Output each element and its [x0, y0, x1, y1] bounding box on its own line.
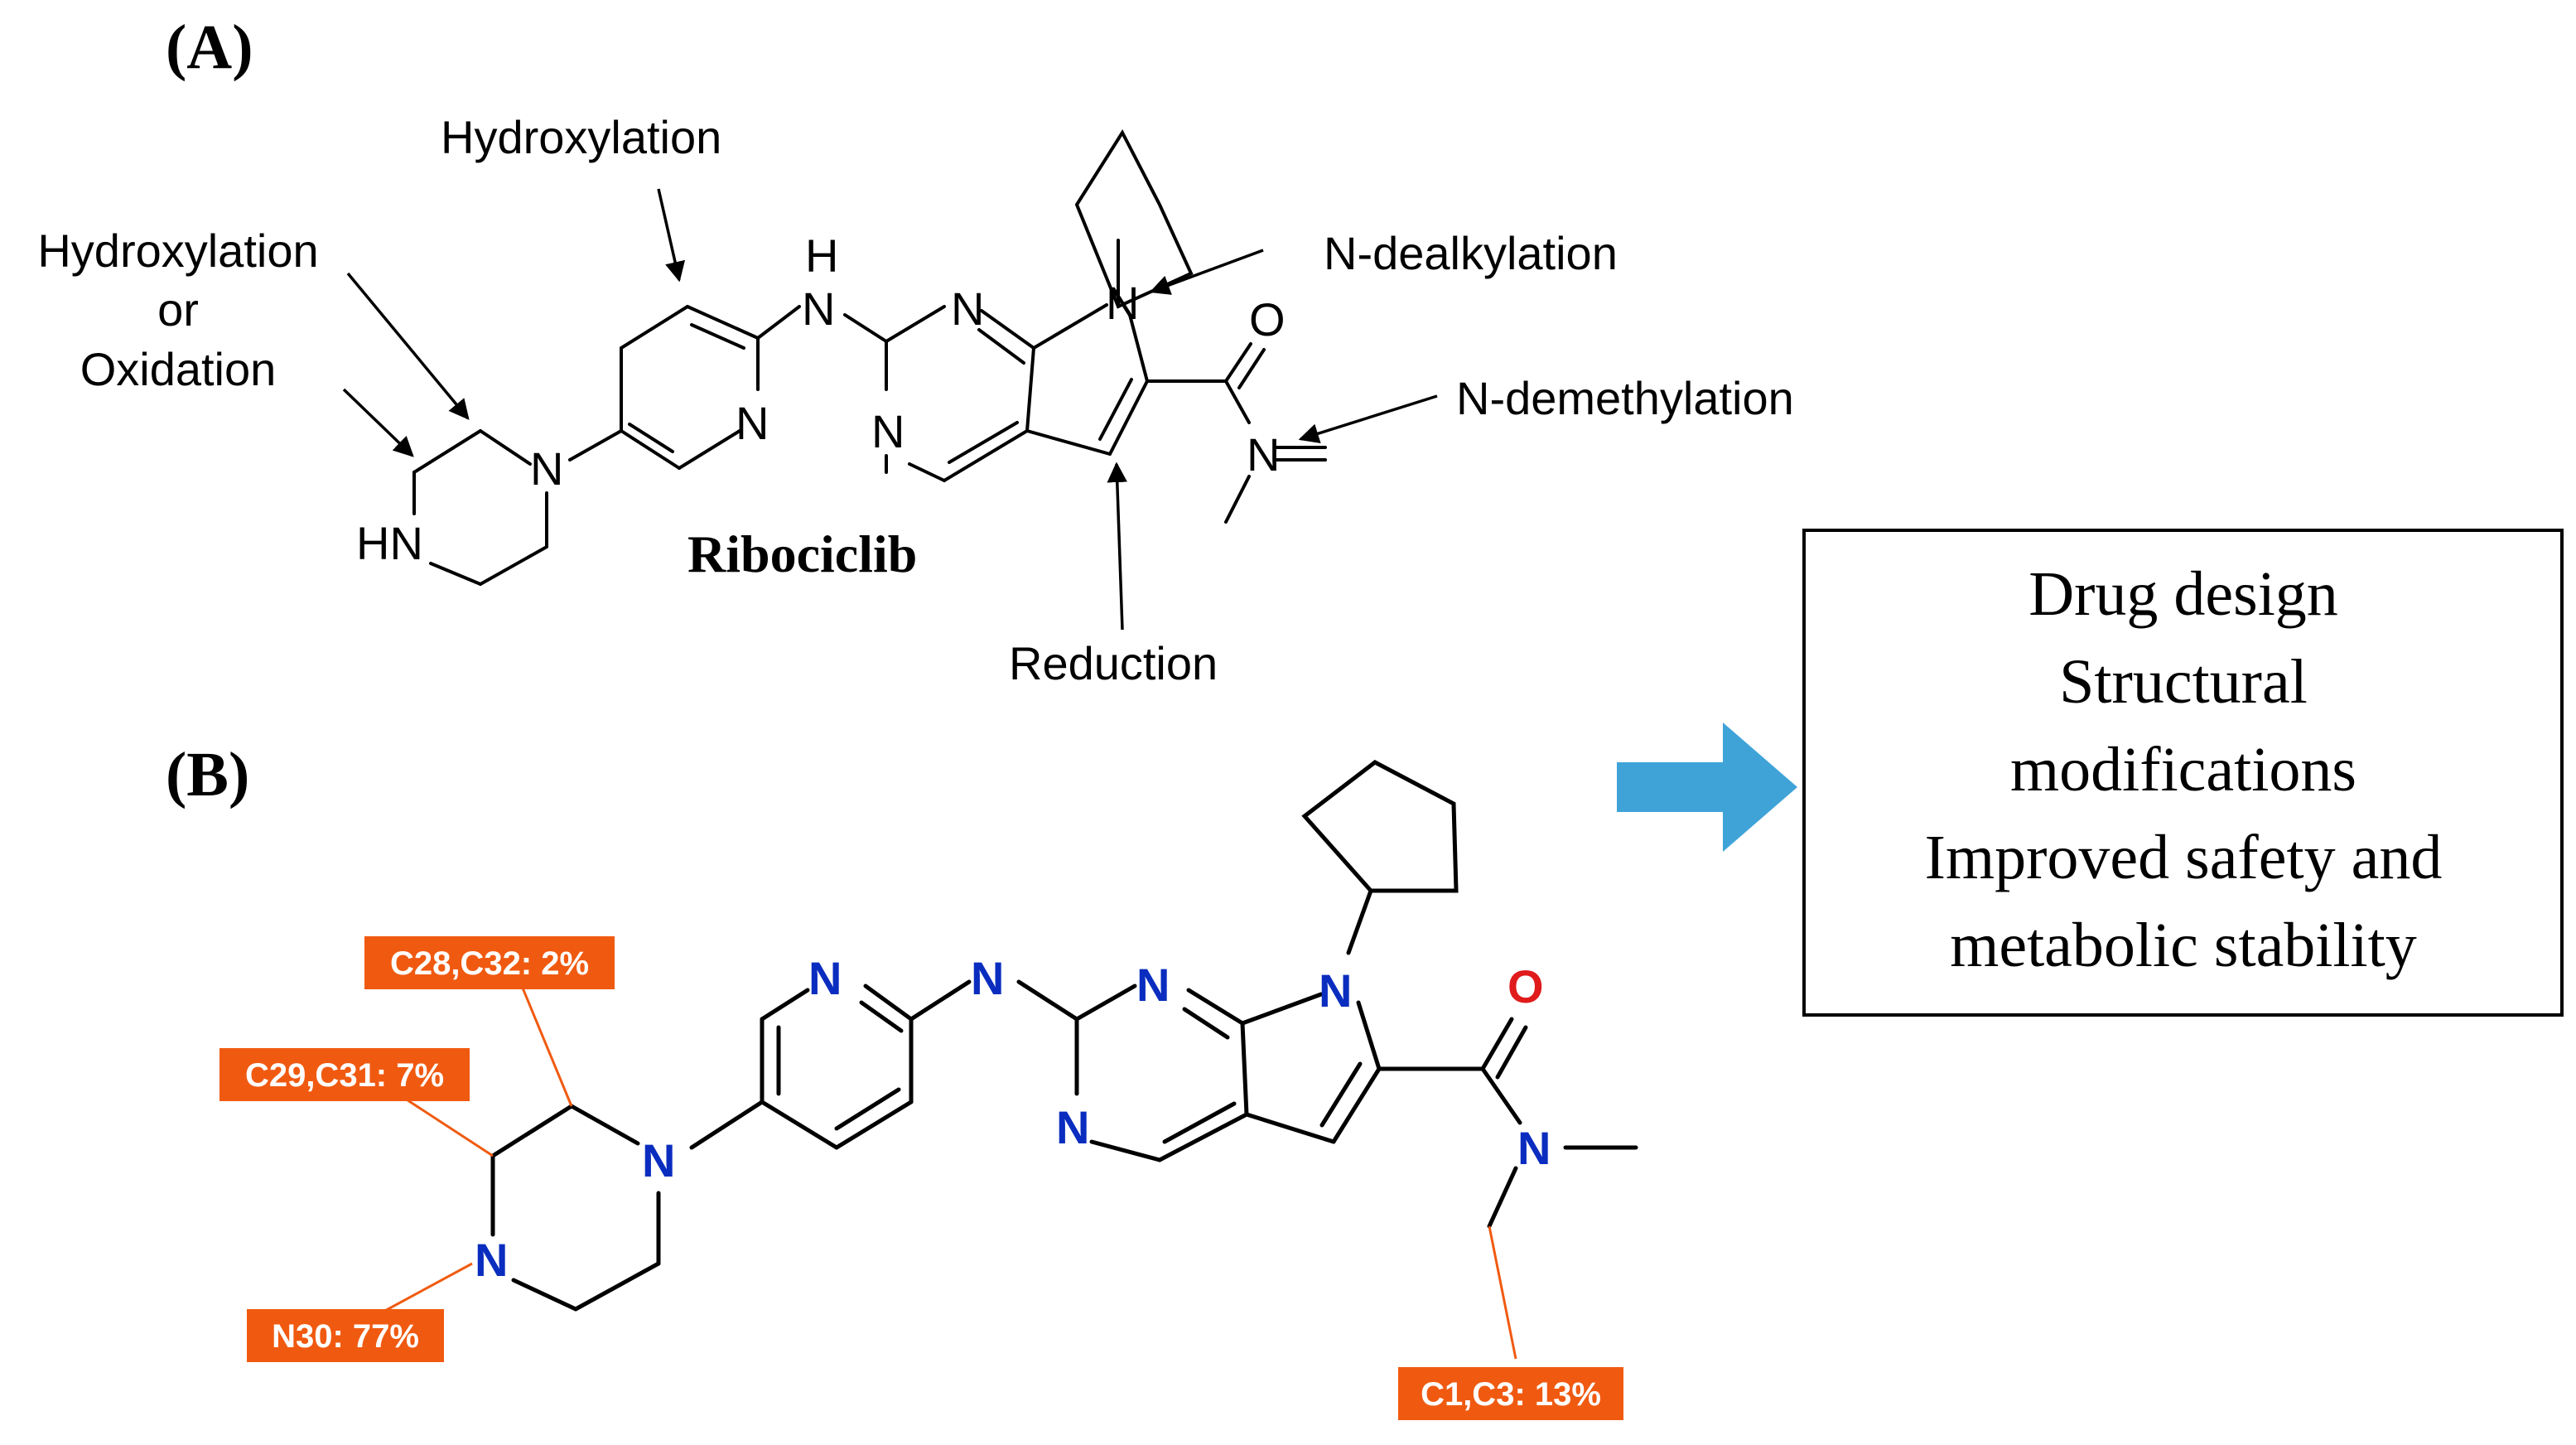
arrow-hydroxylation-pyridine [657, 188, 686, 283]
outcome-line-5: metabolic stability [1950, 911, 2417, 980]
label-reduction: Reduction [1009, 637, 1218, 689]
label-hydroxylation-or-3: Oxidation [80, 343, 277, 395]
atom-o-b: O [1507, 960, 1544, 1012]
atom-hn-a: HN [356, 517, 423, 569]
arrow-hydroxylation-piperazine-2 [342, 388, 414, 457]
arrow-hydroxylation-piperazine-1 [346, 272, 470, 420]
leader-c29-c31 [397, 1092, 494, 1157]
outcome-box: Drug design Structural modifications Imp… [1802, 529, 2564, 1017]
site-leader-lines [372, 985, 1517, 1360]
label-hydroxylation-top: Hydroxylation [441, 111, 721, 163]
cyclopentyl-ring-b [1301, 760, 1459, 893]
leader-c28-c32 [520, 985, 573, 1107]
site-tag-text: C29,C31: 7% [245, 1057, 444, 1094]
atom-o-a: O [1249, 293, 1286, 346]
ribociclib-structure-b [490, 760, 1638, 1312]
atom-n-pyrrole-a: N [1106, 277, 1139, 329]
atom-n-piperazine-1-b: N [642, 1134, 675, 1186]
atom-n-amide-b: N [1517, 1122, 1551, 1174]
site-tag-c28-c32: C28,C32: 2% [364, 936, 615, 989]
arrow-reduction [1107, 462, 1128, 631]
atom-n-piperazine-2-b: N [475, 1234, 508, 1286]
label-hydroxylation-or-2: or [157, 283, 199, 336]
atom-n-pyrimidine-2-b: N [1056, 1101, 1089, 1153]
leader-n30 [372, 1262, 473, 1319]
label-n-dealkylation: N-dealkylation [1324, 227, 1618, 279]
atom-n-amide-a: N [1247, 428, 1280, 481]
arrow-n-demethylation [1298, 394, 1438, 444]
atom-labels-a: N N N O N H N N N HN [356, 230, 1286, 569]
site-tag-text: C28,C32: 2% [390, 945, 589, 982]
panel-a-label: (A) [166, 12, 253, 82]
atom-n-pyridine-a: N [736, 397, 769, 449]
site-tag-text: N30: 77% [272, 1318, 419, 1355]
site-tag-c29-c31: C29,C31: 7% [219, 1048, 470, 1101]
panel-a: (A) [37, 12, 1793, 689]
site-tag-n30: N30: 77% [247, 1309, 444, 1362]
atom-n-piperazine-a: N [530, 442, 563, 495]
atom-n-pyrrole-b: N [1319, 964, 1352, 1017]
arrow-n-dealkylation [1149, 249, 1264, 295]
atom-n-nh-b: N [971, 952, 1004, 1004]
atom-n-nh-a: N [802, 283, 835, 335]
site-tag-c1-c3: C1,C3: 13% [1398, 1367, 1623, 1420]
atom-h-nh-a: H [805, 230, 838, 282]
outcome-line-4: Improved safety and [1925, 823, 2443, 892]
atom-n-pyrimidine-1-a: N [951, 283, 984, 335]
outcome-line-1: Drug design [2028, 559, 2338, 629]
atom-n-pyridine-b: N [808, 952, 842, 1004]
atom-labels-b: N N N O N N N N N [475, 952, 1551, 1286]
molecule-name: Ribociclib [687, 524, 917, 583]
label-n-demethylation: N-demethylation [1456, 372, 1794, 424]
panel-b: (B) [166, 740, 1638, 1420]
outcome-line-3: modifications [2010, 735, 2357, 805]
right-arrow-icon [1617, 722, 1797, 852]
ribociclib-structure-a [412, 128, 1327, 586]
leader-c1-c3 [1488, 1225, 1517, 1360]
outcome-line-2: Structural [2059, 647, 2308, 717]
annotations-a: Hydroxylation Hydroxylation or Oxidation… [37, 111, 1793, 689]
label-hydroxylation-or-1: Hydroxylation [37, 225, 318, 277]
atom-n-pyrimidine-2-a: N [871, 405, 904, 457]
atom-n-pyrimidine-1-b: N [1136, 959, 1170, 1011]
panel-b-label: (B) [166, 740, 249, 809]
site-tag-text: C1,C3: 13% [1421, 1376, 1601, 1413]
metabolism-arrows-a [342, 188, 1438, 631]
